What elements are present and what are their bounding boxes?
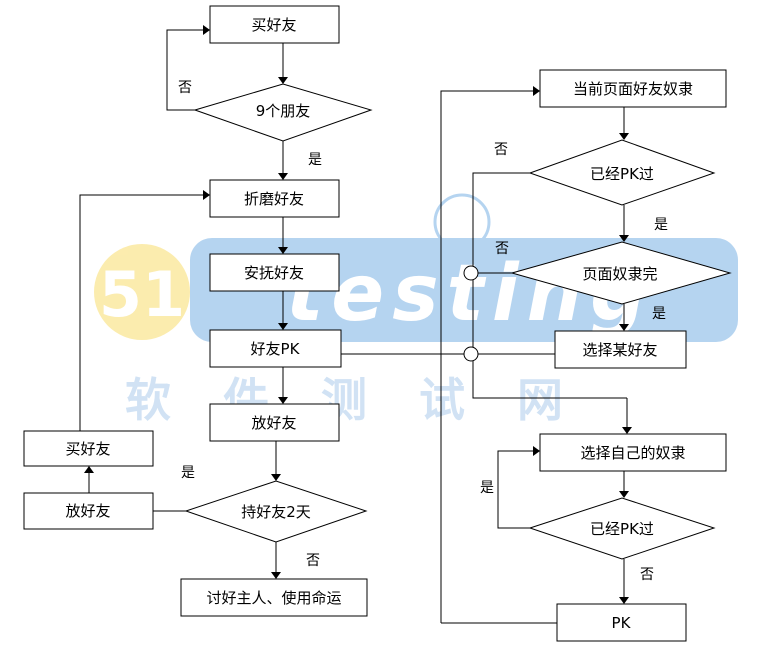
edge-label-no: 否 (178, 80, 192, 96)
node-current-page-slaves: 当前页面好友奴隶 (539, 69, 727, 108)
edge-label-yes: 是 (480, 480, 494, 496)
node-release-friend-left: 放好友 (23, 492, 154, 530)
node-label: 当前页面好友奴隶 (573, 80, 693, 98)
node-label: 折磨好友 (244, 190, 304, 208)
node-label: 已经PK过 (590, 165, 654, 183)
node-torment-friend: 折磨好友 (209, 179, 340, 218)
watermark-cn: 软件测试网 (125, 373, 615, 427)
edge-label-yes: 是 (308, 152, 322, 168)
watermark: 51 testing 软件测试网 (94, 193, 738, 427)
edge-label-no: 否 (495, 241, 509, 257)
right-connectors (440, 86, 632, 624)
node-label: 选择某好友 (582, 341, 657, 359)
node-label: 选择自己的奴隶 (580, 444, 685, 462)
node-label: 9个朋友 (256, 102, 311, 120)
edge-label-yes: 是 (181, 465, 195, 481)
node-pk-done-1: 已经PK过 (528, 139, 716, 206)
node-please-owner: 讨好主人、使用命运 (180, 578, 368, 617)
node-label: 安抚好友 (244, 264, 304, 282)
node-label: 好友PK (251, 340, 301, 358)
junction-circle (463, 265, 479, 281)
edge-label-no: 否 (494, 142, 508, 158)
node-soothe-friend: 安抚好友 (209, 253, 340, 292)
edge-label-yes: 是 (652, 306, 666, 322)
node-label: PK (612, 614, 632, 632)
node-pk-done-2: 已经PK过 (528, 497, 716, 560)
left-connectors (79, 25, 468, 579)
node-label: 页面奴隶完 (582, 265, 657, 283)
node-label: 买好友 (65, 440, 110, 458)
junction-circle (463, 346, 479, 362)
node-label: 放好友 (251, 414, 296, 432)
node-label: 讨好主人、使用命运 (206, 589, 341, 607)
edge-label-yes: 是 (654, 217, 668, 233)
edge-label-no: 否 (640, 567, 654, 583)
node-pk-final: PK (556, 603, 687, 642)
node-page-slaves-done: 页面奴隶完 (510, 241, 732, 305)
edge-labels: 否 是 是 否 否 是 否 是 是 否 (178, 80, 668, 583)
edge-label-no: 否 (306, 553, 320, 569)
watermark-badge-text: 51 (99, 258, 185, 331)
watermark-badge-circle (94, 244, 190, 340)
node-choose-own-slave: 选择自己的奴隶 (539, 433, 727, 472)
node-nine-friends: 9个朋友 (193, 83, 373, 142)
node-label: 持好友2天 (241, 503, 311, 521)
node-buy-friend-top: 买好友 (209, 5, 340, 44)
node-release-friend-mid: 放好友 (209, 403, 340, 442)
node-label: 放好友 (65, 502, 110, 520)
node-hold-two-days: 持好友2天 (184, 480, 368, 543)
node-buy-friend-left: 买好友 (23, 430, 154, 467)
node-friend-pk: 好友PK (209, 329, 342, 368)
node-label: 已经PK过 (590, 520, 654, 538)
node-label: 买好友 (251, 16, 296, 34)
node-choose-friend: 选择某好友 (554, 330, 687, 369)
watermark-ring (433, 193, 491, 251)
